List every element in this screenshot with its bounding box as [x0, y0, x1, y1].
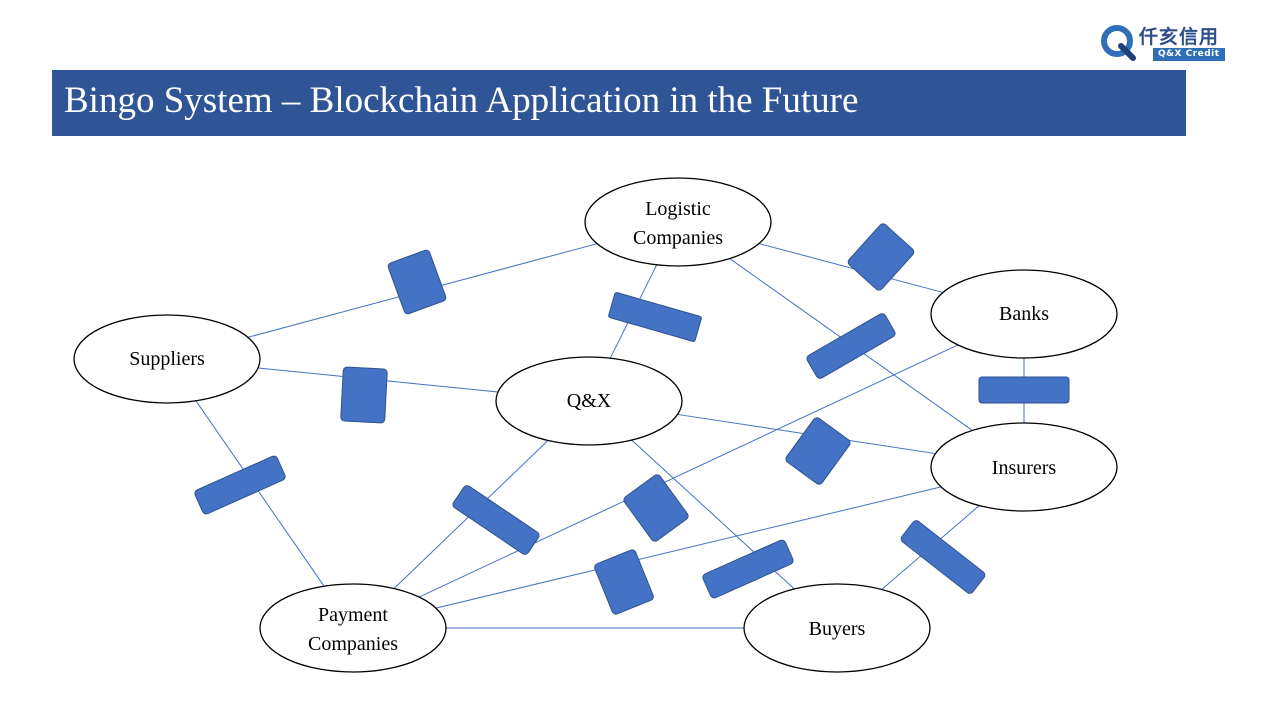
connection-suppliers-payment	[195, 400, 325, 587]
company-logo: 仟亥信用 Q&X Credit	[1097, 20, 1237, 64]
block-suppliers-qx	[340, 366, 388, 424]
logo-chinese-name: 仟亥信用	[1139, 26, 1220, 48]
block-suppliers-payment	[194, 455, 286, 515]
node-insurers-label: Insurers	[992, 457, 1057, 479]
entity-nodes: Logistic Companies Banks Suppliers Q&X I…	[73, 177, 1118, 673]
block-qx-insurers	[785, 417, 851, 485]
block-suppliers-logistic	[387, 249, 447, 315]
block-banks-insurers	[978, 376, 1070, 404]
connection-logistic-banks	[758, 243, 944, 293]
block-qx-buyers	[702, 539, 794, 599]
node-qx: Q&X	[495, 356, 683, 446]
node-logistic-label-2: Companies	[633, 227, 723, 249]
connection-insurers-payment	[435, 486, 942, 609]
node-logistic-label-1: Logistic	[645, 198, 711, 220]
block-logistic-qx	[608, 292, 702, 342]
node-payment-label-2: Companies	[308, 633, 398, 655]
page-title: Bingo System – Blockchain Application in…	[64, 80, 859, 121]
node-logistic-companies: Logistic Companies	[584, 177, 772, 267]
block-insurers-buyers	[900, 520, 986, 594]
node-banks-label: Banks	[999, 303, 1049, 325]
node-payment-label-1: Payment	[318, 604, 388, 626]
logo-english-name: Q&X Credit	[1153, 48, 1225, 61]
node-buyers-label: Buyers	[809, 618, 866, 640]
node-banks: Banks	[930, 269, 1118, 359]
node-suppliers: Suppliers	[73, 314, 261, 404]
node-qx-label: Q&X	[567, 390, 612, 412]
blockchain-blocks	[194, 223, 1070, 615]
title-bar: Bingo System – Blockchain Application in…	[52, 70, 1186, 136]
node-suppliers-label: Suppliers	[129, 348, 205, 370]
node-payment-companies: Payment Companies	[259, 583, 447, 673]
block-banks-payment	[623, 474, 689, 542]
block-logistic-insurers	[806, 313, 896, 379]
node-buyers: Buyers	[743, 583, 931, 673]
node-insurers: Insurers	[930, 422, 1118, 512]
q-logo-icon	[1101, 25, 1136, 61]
block-logistic-banks	[847, 223, 915, 291]
block-insurers-payment	[594, 549, 654, 615]
connection-banks-payment	[418, 344, 959, 598]
block-qx-payment	[452, 485, 540, 555]
